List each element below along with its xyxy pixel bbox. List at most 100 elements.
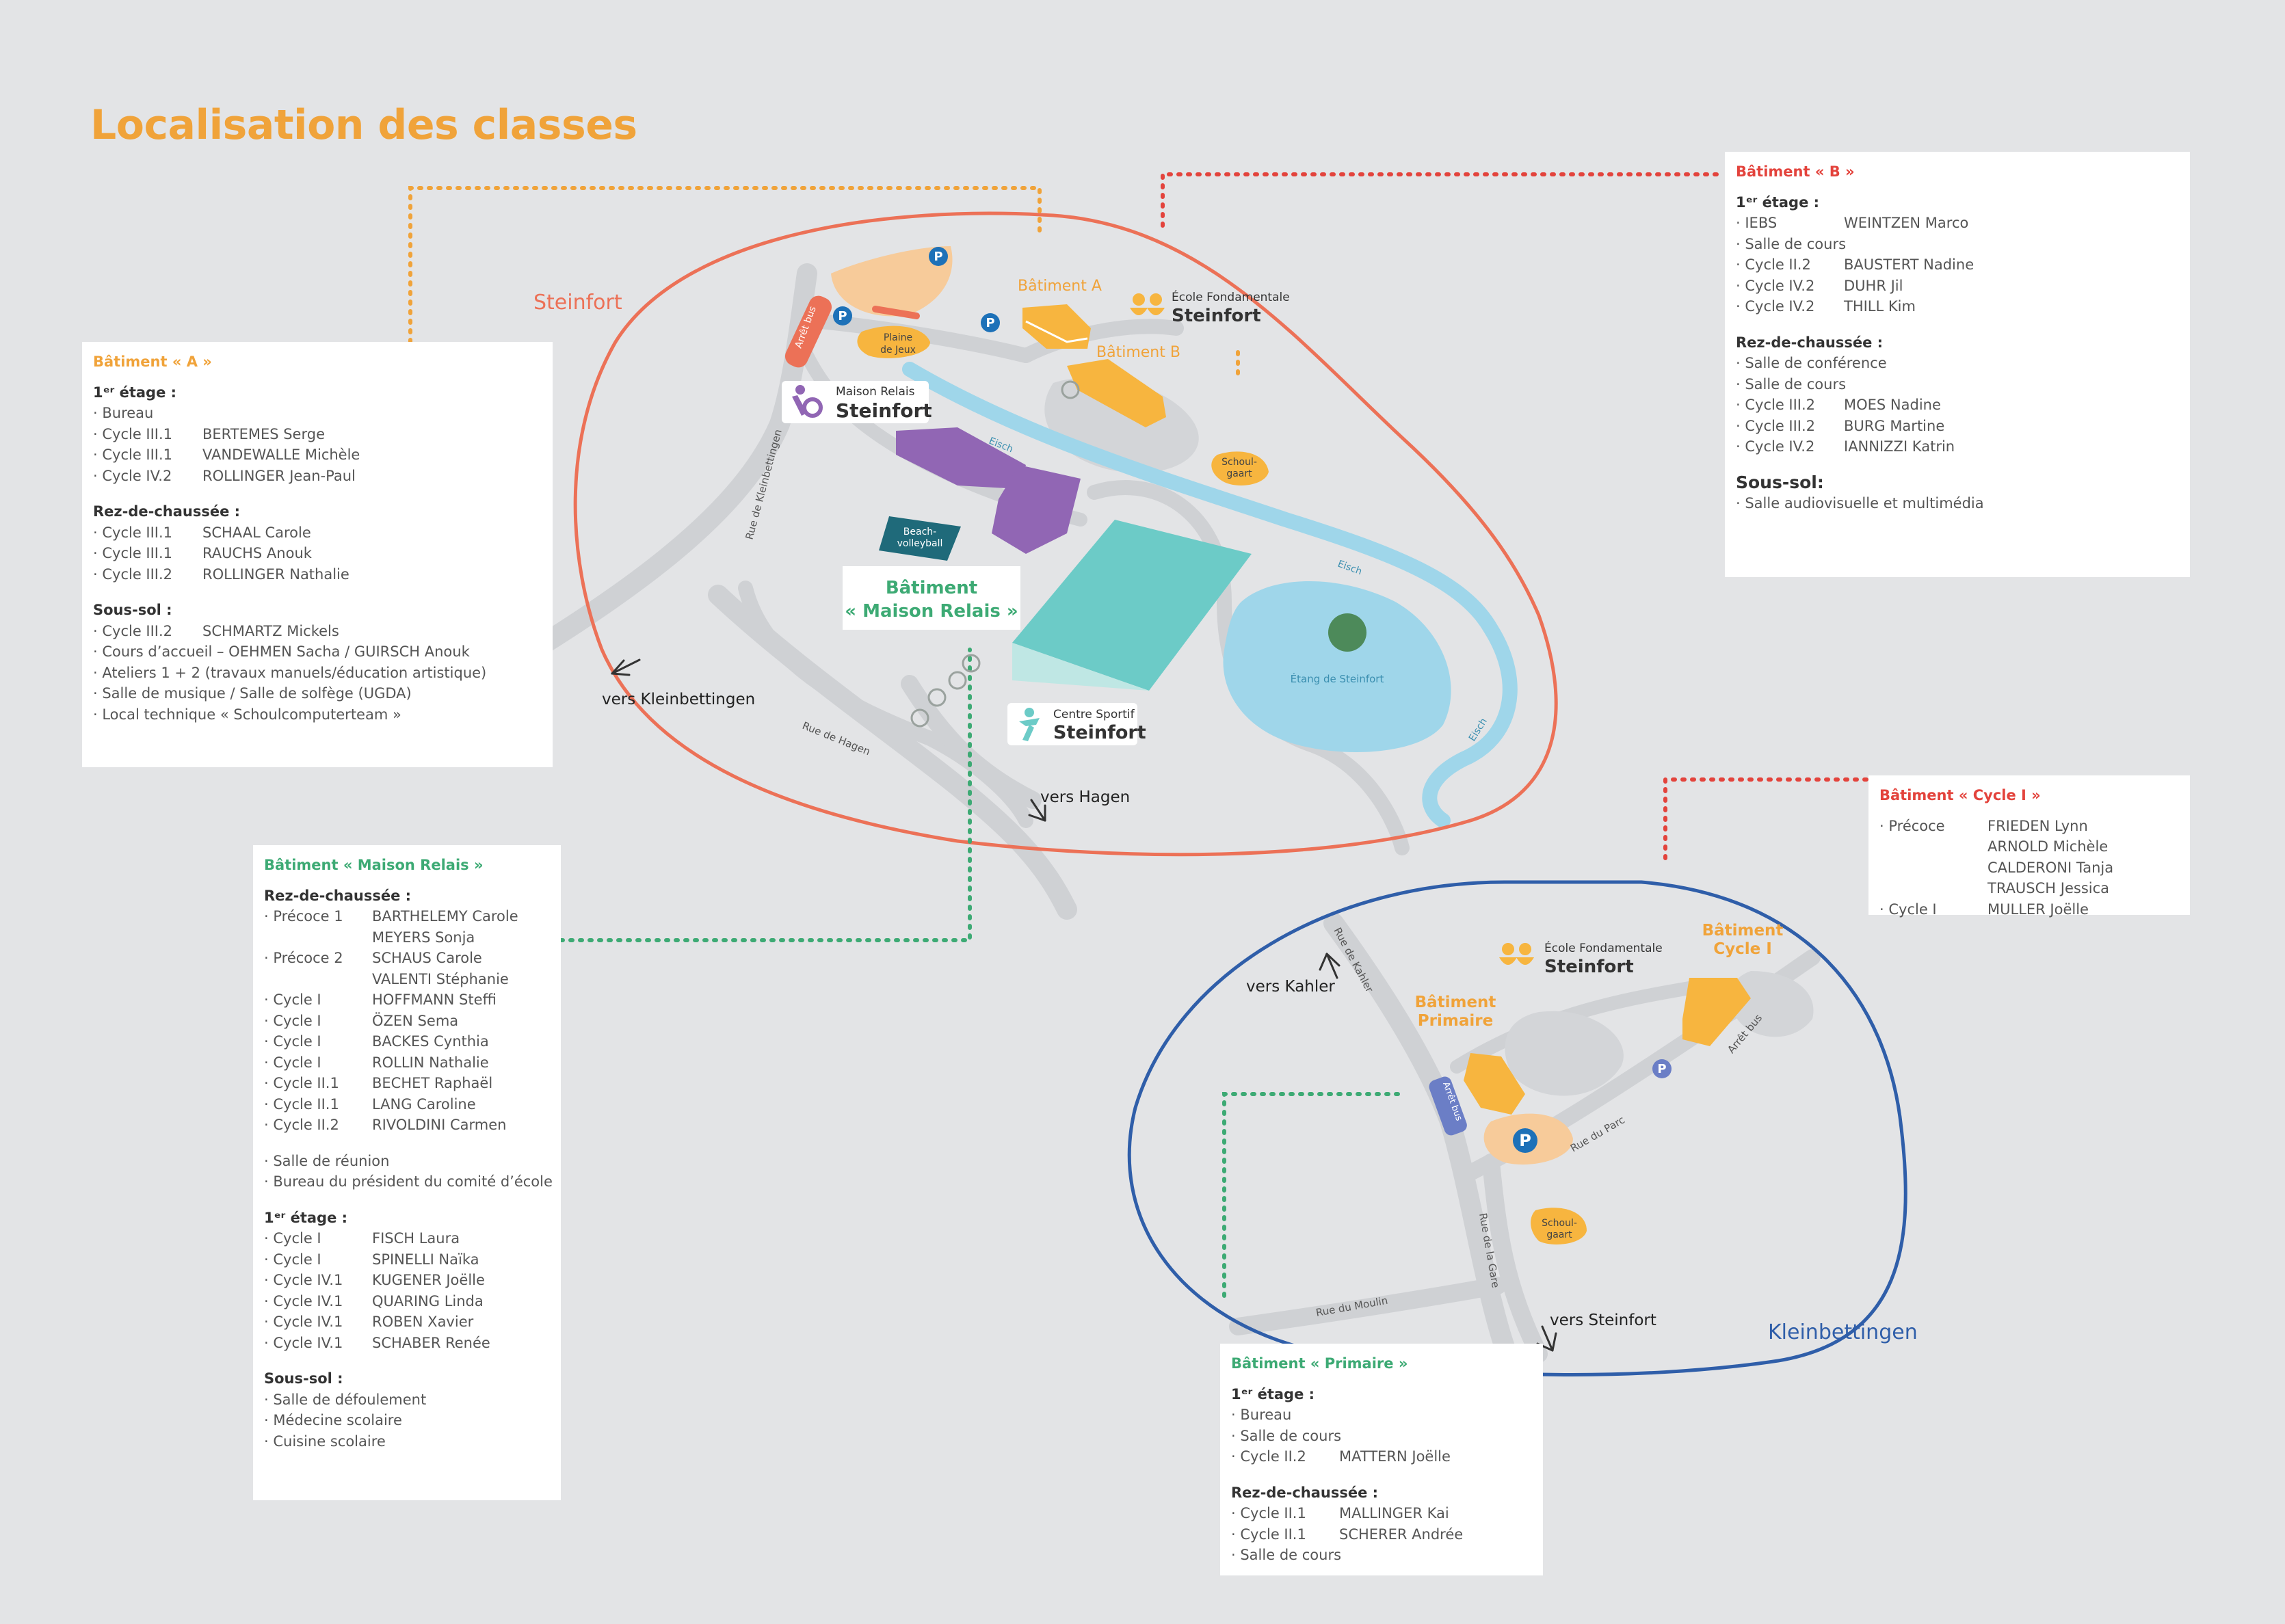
svg-text:P: P: [986, 316, 994, 330]
row-teacher: HOFFMANN Steffi: [372, 991, 497, 1008]
row-teacher: QUARING Linda: [372, 1292, 484, 1309]
row-label: · Local technique « Schoulcomputerteam »: [93, 706, 401, 723]
area-steinfort-label: Steinfort: [533, 291, 622, 315]
row-label: · Salle de conférence: [1736, 355, 1887, 371]
centre-sportif-logo-card: [1007, 703, 1137, 745]
school-steinfort-line2: Steinfort: [1172, 306, 1261, 326]
card-row: CALDERONI Tanja: [1879, 857, 2179, 879]
direction-steinfort: vers Steinfort: [1550, 1312, 1656, 1329]
card-section: Sous-sol :· Salle de défoulement· Médeci…: [264, 1368, 550, 1452]
page-title: Localisation des classes: [90, 101, 637, 149]
leader-mr: [559, 648, 972, 942]
row-teacher: WEINTZEN Marco: [1844, 215, 1969, 231]
card-row: · Cycle III.1 SCHAAL Carole: [93, 522, 542, 544]
row-label: · Cycle IV.2: [1736, 277, 1815, 294]
card-title: Bâtiment « Primaire »: [1231, 1355, 1408, 1372]
school-steinfort-line1: École Fondamentale: [1172, 289, 1290, 304]
card-row: · Cycle I BACKES Cynthia: [264, 1031, 550, 1052]
area-kleinbettingen-label: Kleinbettingen: [1768, 1320, 1918, 1344]
row-teacher: ÖZEN Sema: [372, 1012, 459, 1029]
row-label: · Cycle IV.1: [264, 1272, 343, 1288]
direction-hagen: vers Hagen: [1040, 788, 1130, 806]
row-label: · Cycle IV.1: [264, 1292, 343, 1309]
batiment-primaire-line1: Bâtiment: [1415, 994, 1496, 1011]
row-label: · Cycle III.1: [93, 447, 173, 463]
batiment-cycle1-line2: Cycle I: [1713, 940, 1772, 958]
schoulgaart-kb-line2: gaart: [1546, 1229, 1572, 1240]
plaine-line1: Plaine: [884, 332, 912, 343]
row-label: · Cycle III.2: [1736, 417, 1816, 434]
svg-text:P: P: [1519, 1131, 1531, 1150]
row-teacher: SCHAAL Carole: [202, 524, 311, 541]
info-card-batiment-primaire: Bâtiment « Primaire »1ᵉʳ étage :· Bureau…: [1220, 1344, 1543, 1575]
card-row: · Salle de cours: [1736, 234, 2179, 255]
arrow-icon: [1028, 799, 1046, 822]
steinfort-outline: [573, 211, 1558, 857]
row-label: · Cycle I: [1879, 901, 1937, 918]
section-heading: Sous-sol :: [93, 602, 172, 618]
row-teacher: CALDERONI Tanja: [1987, 859, 2114, 876]
row-label: · Médecine scolaire: [264, 1412, 402, 1428]
section-heading: Rez-de-chaussée :: [264, 887, 412, 904]
building-maison-relais: [896, 427, 1026, 489]
card-section: Sous-sol:· Salle audiovisuelle et multim…: [1736, 472, 2179, 514]
row-teacher: MATTERN Joëlle: [1339, 1448, 1451, 1465]
buildings: [784, 246, 1751, 1244]
schoulgaart-steinfort-line1: Schoul-: [1221, 457, 1257, 468]
beach-line2: volleyball: [897, 538, 943, 549]
road-north: [813, 314, 1033, 363]
road-school-a: [1018, 319, 1184, 363]
beach-line1: Beach-: [903, 527, 936, 537]
row-label: · Cycle IV.2: [93, 467, 172, 484]
row-label: · Cours d’accueil – OEHMEN Sacha / GUIRS…: [93, 643, 470, 660]
batiment-primaire-line2: Primaire: [1418, 1012, 1493, 1030]
schoulgaart-kb: [1531, 1208, 1587, 1244]
svg-text:P: P: [934, 250, 942, 264]
card-row: · Salle de musique / Salle de solfège (U…: [93, 683, 542, 704]
row-teacher: IANNIZZI Katrin: [1844, 438, 1955, 455]
row-teacher: BACKES Cynthia: [372, 1033, 489, 1050]
row-label: · Cycle IV.1: [264, 1334, 343, 1351]
card-row: MEYERS Sonja: [264, 927, 550, 948]
row-teacher: BAUSTERT Nadine: [1844, 256, 1974, 273]
row-label: · Cycle II.2: [264, 1117, 339, 1133]
section-heading: 1ᵉʳ étage :: [1231, 1385, 1315, 1402]
direction-kahler: vers Kahler: [1246, 978, 1335, 996]
row-teacher: ROLLINGER Nathalie: [202, 565, 349, 583]
card-row: · Bureau: [93, 403, 542, 424]
row-label: · Salle de musique / Salle de solfège (U…: [93, 685, 412, 702]
row-label: · Cycle II.1: [1231, 1526, 1306, 1543]
card-title: Bâtiment « Maison Relais »: [264, 857, 484, 873]
row-teacher: FISCH Laura: [372, 1230, 460, 1247]
leader-b: [1161, 172, 1726, 228]
row-teacher: RIVOLDINI Carmen: [372, 1117, 507, 1133]
card-row: · Ateliers 1 + 2 (travaux manuels/éducat…: [93, 663, 542, 684]
row-label: · Cycle I: [264, 991, 321, 1008]
row-label: · Précoce 2: [264, 950, 343, 966]
row-label: · Cycle IV.2: [1736, 298, 1815, 315]
card-title: Bâtiment « Cycle I »: [1879, 787, 2041, 803]
maison-relais-icon: [792, 385, 823, 418]
row-teacher: VALENTI Stéphanie: [372, 970, 509, 987]
row-label: · Salle de réunion: [264, 1152, 390, 1169]
row-label: · Cycle I: [264, 1033, 321, 1050]
row-label: · Salle de cours: [1736, 235, 1847, 252]
plaine-line2: de Jeux: [880, 345, 916, 356]
row-label: · Cuisine scolaire: [264, 1433, 386, 1450]
row-label: · Salle audiovisuelle et multimédia: [1736, 495, 1984, 511]
parking-icon: P: [981, 313, 1000, 332]
row-label: · Cycle I: [264, 1251, 321, 1268]
row-teacher: KUGENER Joëlle: [372, 1272, 485, 1288]
row-label: · Bureau du président du comité d’école: [264, 1173, 553, 1190]
row-label: · Cycle III.1: [93, 524, 173, 541]
